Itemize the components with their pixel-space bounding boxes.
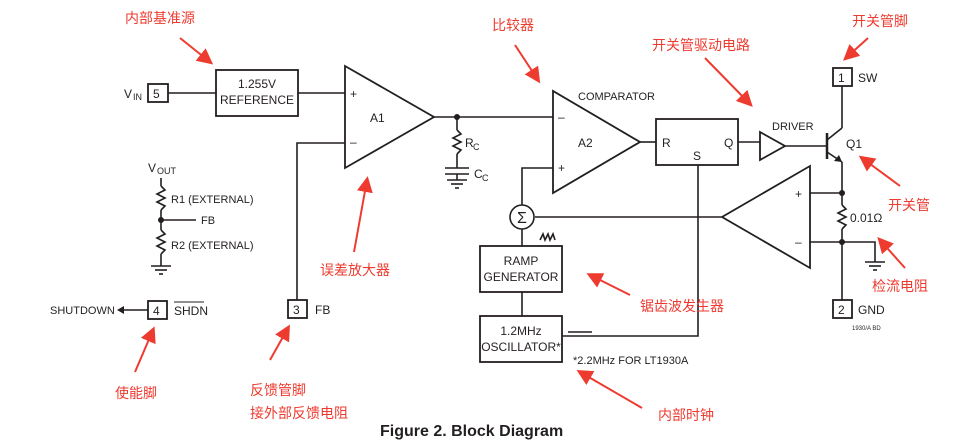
figure-caption: Figure 2. Block Diagram — [380, 423, 563, 440]
vin-label: V — [124, 87, 132, 101]
reference-voltage: 1.255V — [238, 77, 276, 91]
ramp-line2: GENERATOR — [484, 270, 559, 284]
a2-label: A2 — [578, 136, 593, 150]
a1-plus: + — [350, 87, 357, 101]
annotation-shdn: 使能脚 — [115, 385, 157, 402]
gnd-pin-name: GND — [858, 303, 885, 317]
sense-resistor-value: 0.01Ω — [850, 211, 882, 225]
rc-cc-compensation: R C C C — [445, 117, 489, 189]
ramp-waveform-icon — [539, 231, 556, 243]
shdn-pin-number: 4 — [153, 304, 160, 318]
osc-footnote: *2.2MHz FOR LT1930A — [573, 355, 689, 367]
feedback-divider: V OUT FB R1 (EXTERNAL) R2 (EXTERNAL) — [148, 161, 254, 275]
a2-minus: – — [558, 110, 565, 124]
annotation-oscillator: 内部时钟 — [658, 407, 714, 424]
a1-label: A1 — [370, 111, 385, 125]
sense-amp-minus: – — [795, 235, 802, 249]
annotation-ramp: 锯齿波发生器 — [640, 299, 724, 315]
annotation-driver: 开关管驱动电路 — [652, 38, 750, 54]
latch-r: R — [662, 136, 671, 150]
sw-pin-number: 1 — [838, 71, 845, 85]
latch-q: Q — [724, 136, 733, 150]
rs-latch: R S Q — [655, 118, 739, 166]
error-amplifier-a1: + – A1 — [344, 64, 436, 170]
rc-sub: C — [473, 142, 480, 152]
sense-amp-plus: + — [795, 187, 802, 201]
vin-pin: V IN 5 — [124, 83, 169, 103]
osc-line1: 1.2MHz — [500, 324, 541, 338]
vout-sub: OUT — [157, 166, 177, 176]
sw-pin-name: SW — [858, 71, 878, 85]
vin-sub: IN — [133, 92, 142, 102]
q1-label: Q1 — [846, 137, 862, 151]
reference-block: 1.255V REFERENCE — [215, 69, 299, 117]
shdn-pin-name: SHDN — [174, 304, 208, 318]
latch-s: S — [693, 149, 701, 163]
current-sense-amp: + – — [720, 164, 811, 270]
shdn-pin: SHUTDOWN 4 SHDN — [50, 300, 208, 320]
summing-junction: Σ — [509, 204, 535, 230]
comparator-title: COMPARATOR — [578, 91, 655, 103]
reference-label: REFERENCE — [220, 93, 294, 107]
cc-sub: C — [482, 173, 489, 183]
a2-plus: + — [558, 161, 565, 175]
annotation-comparator: 比较器 — [492, 18, 534, 34]
sigma-symbol: Σ — [517, 210, 527, 227]
fb-pin-number: 3 — [293, 303, 300, 317]
osc-line2: OSCILLATOR* — [481, 340, 561, 354]
annotation-q1: 开关管 — [888, 198, 930, 214]
annotation-fb-line2: 接外部反馈电阻 — [250, 405, 348, 422]
divider-fb: FB — [201, 215, 215, 227]
gnd-pin: 2 GND 1930/A BD — [832, 299, 885, 332]
sw-pin: 1 SW — [832, 67, 878, 87]
drawing-code: 1930/A BD — [852, 326, 881, 332]
driver-label: DRIVER — [772, 121, 814, 133]
vin-pin-number: 5 — [153, 87, 160, 101]
fb-pin: 3 FB — [287, 299, 330, 319]
fb-pin-name: FB — [315, 303, 330, 317]
vout-label: V — [148, 161, 156, 175]
r1-label: R1 (EXTERNAL) — [171, 194, 254, 206]
ramp-line1: RAMP — [504, 254, 539, 268]
annotation-reference: 内部基准源 — [125, 10, 195, 27]
annotation-error-amp: 误差放大器 — [320, 263, 390, 279]
annotation-sense-resistor: 检流电阻 — [872, 279, 928, 295]
shutdown-label: SHUTDOWN — [50, 305, 115, 317]
rc-label: R — [465, 136, 474, 150]
gnd-pin-number: 2 — [838, 303, 845, 317]
comparator-a2: COMPARATOR – + A2 — [552, 89, 655, 195]
ramp-generator: RAMP GENERATOR — [479, 245, 563, 293]
r2-label: R2 (EXTERNAL) — [171, 240, 254, 252]
q1-transistor: Q1 — [825, 86, 862, 163]
annotation-fb-line1: 反馈管脚 — [250, 383, 306, 399]
a1-minus: – — [350, 135, 357, 149]
oscillator: 1.2MHz OSCILLATOR* *2.2MHz FOR LT1930A — [479, 315, 689, 367]
driver: DRIVER — [759, 121, 814, 162]
annotation-sw-pin: 开关管脚 — [852, 14, 908, 30]
cc-label: C — [474, 167, 483, 181]
